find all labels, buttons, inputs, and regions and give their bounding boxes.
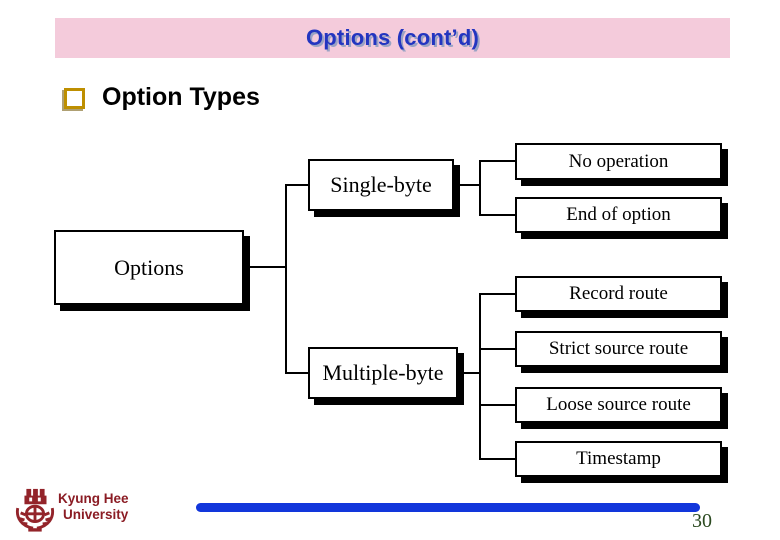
connector-line: [479, 404, 515, 406]
node-strict-source-route: Strict source route: [515, 331, 722, 367]
connector-line: [479, 160, 515, 162]
slide-title-banner: Options (cont’d): [55, 18, 730, 58]
node-no-operation: No operation: [515, 143, 722, 180]
square-bullet-icon: [64, 88, 85, 109]
institution-line2: University: [63, 507, 129, 522]
bullet-heading-row: Option Types: [64, 83, 260, 112]
connector-line: [285, 372, 308, 374]
connector-line: [454, 184, 480, 186]
connector-line: [458, 372, 480, 374]
node-timestamp: Timestamp: [515, 441, 722, 477]
connector-line: [479, 160, 481, 216]
connector-line: [479, 458, 515, 460]
page-number: 30: [692, 510, 712, 532]
connector-line: [285, 184, 287, 374]
node-record-route: Record route: [515, 276, 722, 312]
connector-line: [244, 266, 286, 268]
connector-line: [285, 184, 308, 186]
connector-line: [479, 348, 515, 350]
node-options: Options: [54, 230, 244, 305]
institution-line1: Kyung Hee: [58, 491, 129, 506]
footer-divider-bar: [196, 503, 700, 512]
node-single-byte: Single-byte: [308, 159, 454, 211]
connector-line: [479, 293, 481, 460]
connector-line: [479, 293, 515, 295]
institution-name: Kyung Hee University: [58, 491, 129, 523]
node-end-of-option: End of option: [515, 197, 722, 233]
slide-title: Options (cont’d): [305, 25, 480, 50]
node-loose-source-route: Loose source route: [515, 387, 722, 423]
connector-line: [479, 214, 515, 216]
section-heading: Option Types: [102, 83, 260, 111]
university-logo-icon: [15, 488, 55, 532]
node-multiple-byte: Multiple-byte: [308, 347, 458, 399]
